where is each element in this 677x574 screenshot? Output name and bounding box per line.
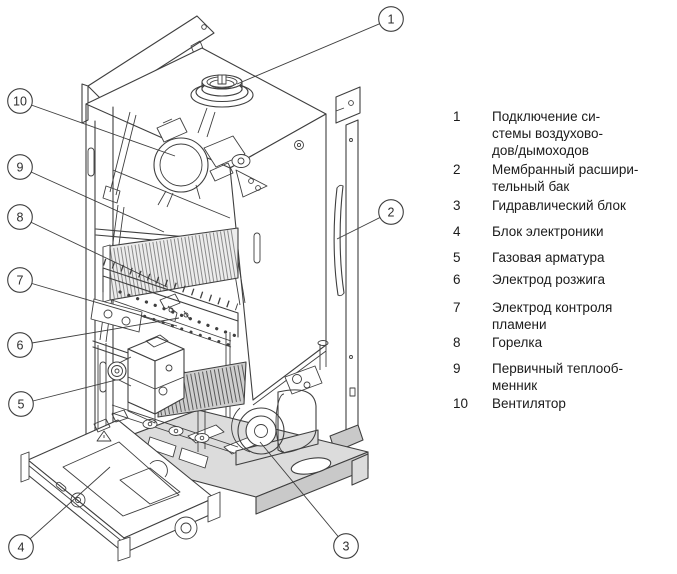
legend-item-label: Электрод розжига <box>492 272 605 287</box>
diverter-valve <box>285 341 328 395</box>
flue-connection-collar <box>191 75 253 107</box>
control-box <box>21 410 220 561</box>
legend-item-label: Первичный теплооб- менник <box>492 361 624 393</box>
callout-7: 7 <box>8 268 177 326</box>
ignition-and-flame-electrodes <box>91 294 190 332</box>
legend-item-number: 3 <box>453 198 461 213</box>
svg-text:5: 5 <box>18 398 25 412</box>
legend-item-label: Гидравлический блок <box>492 198 626 213</box>
legend-item-number: 6 <box>453 272 461 287</box>
svg-text:3: 3 <box>343 540 350 554</box>
boiler-case <box>86 48 326 450</box>
svg-text:8: 8 <box>17 211 24 225</box>
legend-item-number: 9 <box>453 361 461 376</box>
callout-3: 3 <box>260 442 358 558</box>
gas-valve <box>108 335 184 423</box>
legend-item-number: 2 <box>453 162 461 177</box>
fan <box>154 108 250 207</box>
legend-item-number: 7 <box>453 300 461 315</box>
expansion-tank-edge <box>334 185 344 295</box>
callout-6: 6 <box>8 318 179 357</box>
legend-item-number: 8 <box>453 335 461 350</box>
svg-text:7: 7 <box>17 274 24 288</box>
svg-text:4: 4 <box>18 541 25 555</box>
legend-item-number: 4 <box>453 224 461 239</box>
legend-item-label: Мембранный расшири- тельный бак <box>492 162 639 194</box>
legend-item-number: 1 <box>453 109 461 124</box>
svg-text:9: 9 <box>17 161 24 175</box>
svg-text:2: 2 <box>388 206 395 220</box>
callout-2: 2 <box>337 200 403 239</box>
legend-item-label: Газовая арматура <box>492 250 605 265</box>
svg-text:10: 10 <box>13 95 27 109</box>
legend-item-number: 10 <box>453 396 469 411</box>
callout-5: 5 <box>9 380 116 416</box>
parts-legend: 1 Подключение си- стемы воздухово- дов/д… <box>440 0 677 574</box>
primary-heat-exchanger <box>96 228 238 302</box>
callout-9: 9 <box>8 155 164 232</box>
legend-item-label: Электрод контроля пламени <box>492 300 613 332</box>
legend-item-label: Вентилятор <box>492 396 566 411</box>
svg-text:6: 6 <box>17 339 24 353</box>
callout-8: 8 <box>8 205 167 287</box>
callout-1: 1 <box>237 7 403 84</box>
hydraulic-manifold <box>112 405 238 468</box>
legend-item-label: Горелка <box>492 335 543 350</box>
svg-text:1: 1 <box>388 13 395 27</box>
callout-4: 4 <box>9 467 110 559</box>
callout-10: 10 <box>8 89 175 156</box>
boiler-cutaway-illustration: 1 2 3 4 5 6 7 8 <box>0 0 440 574</box>
legend-item-label: Блок электроники <box>492 224 604 239</box>
legend-item-number: 5 <box>453 250 461 265</box>
legend-item-label: Подключение си- стемы воздухово- дов/дым… <box>492 109 604 158</box>
pump <box>232 390 318 465</box>
